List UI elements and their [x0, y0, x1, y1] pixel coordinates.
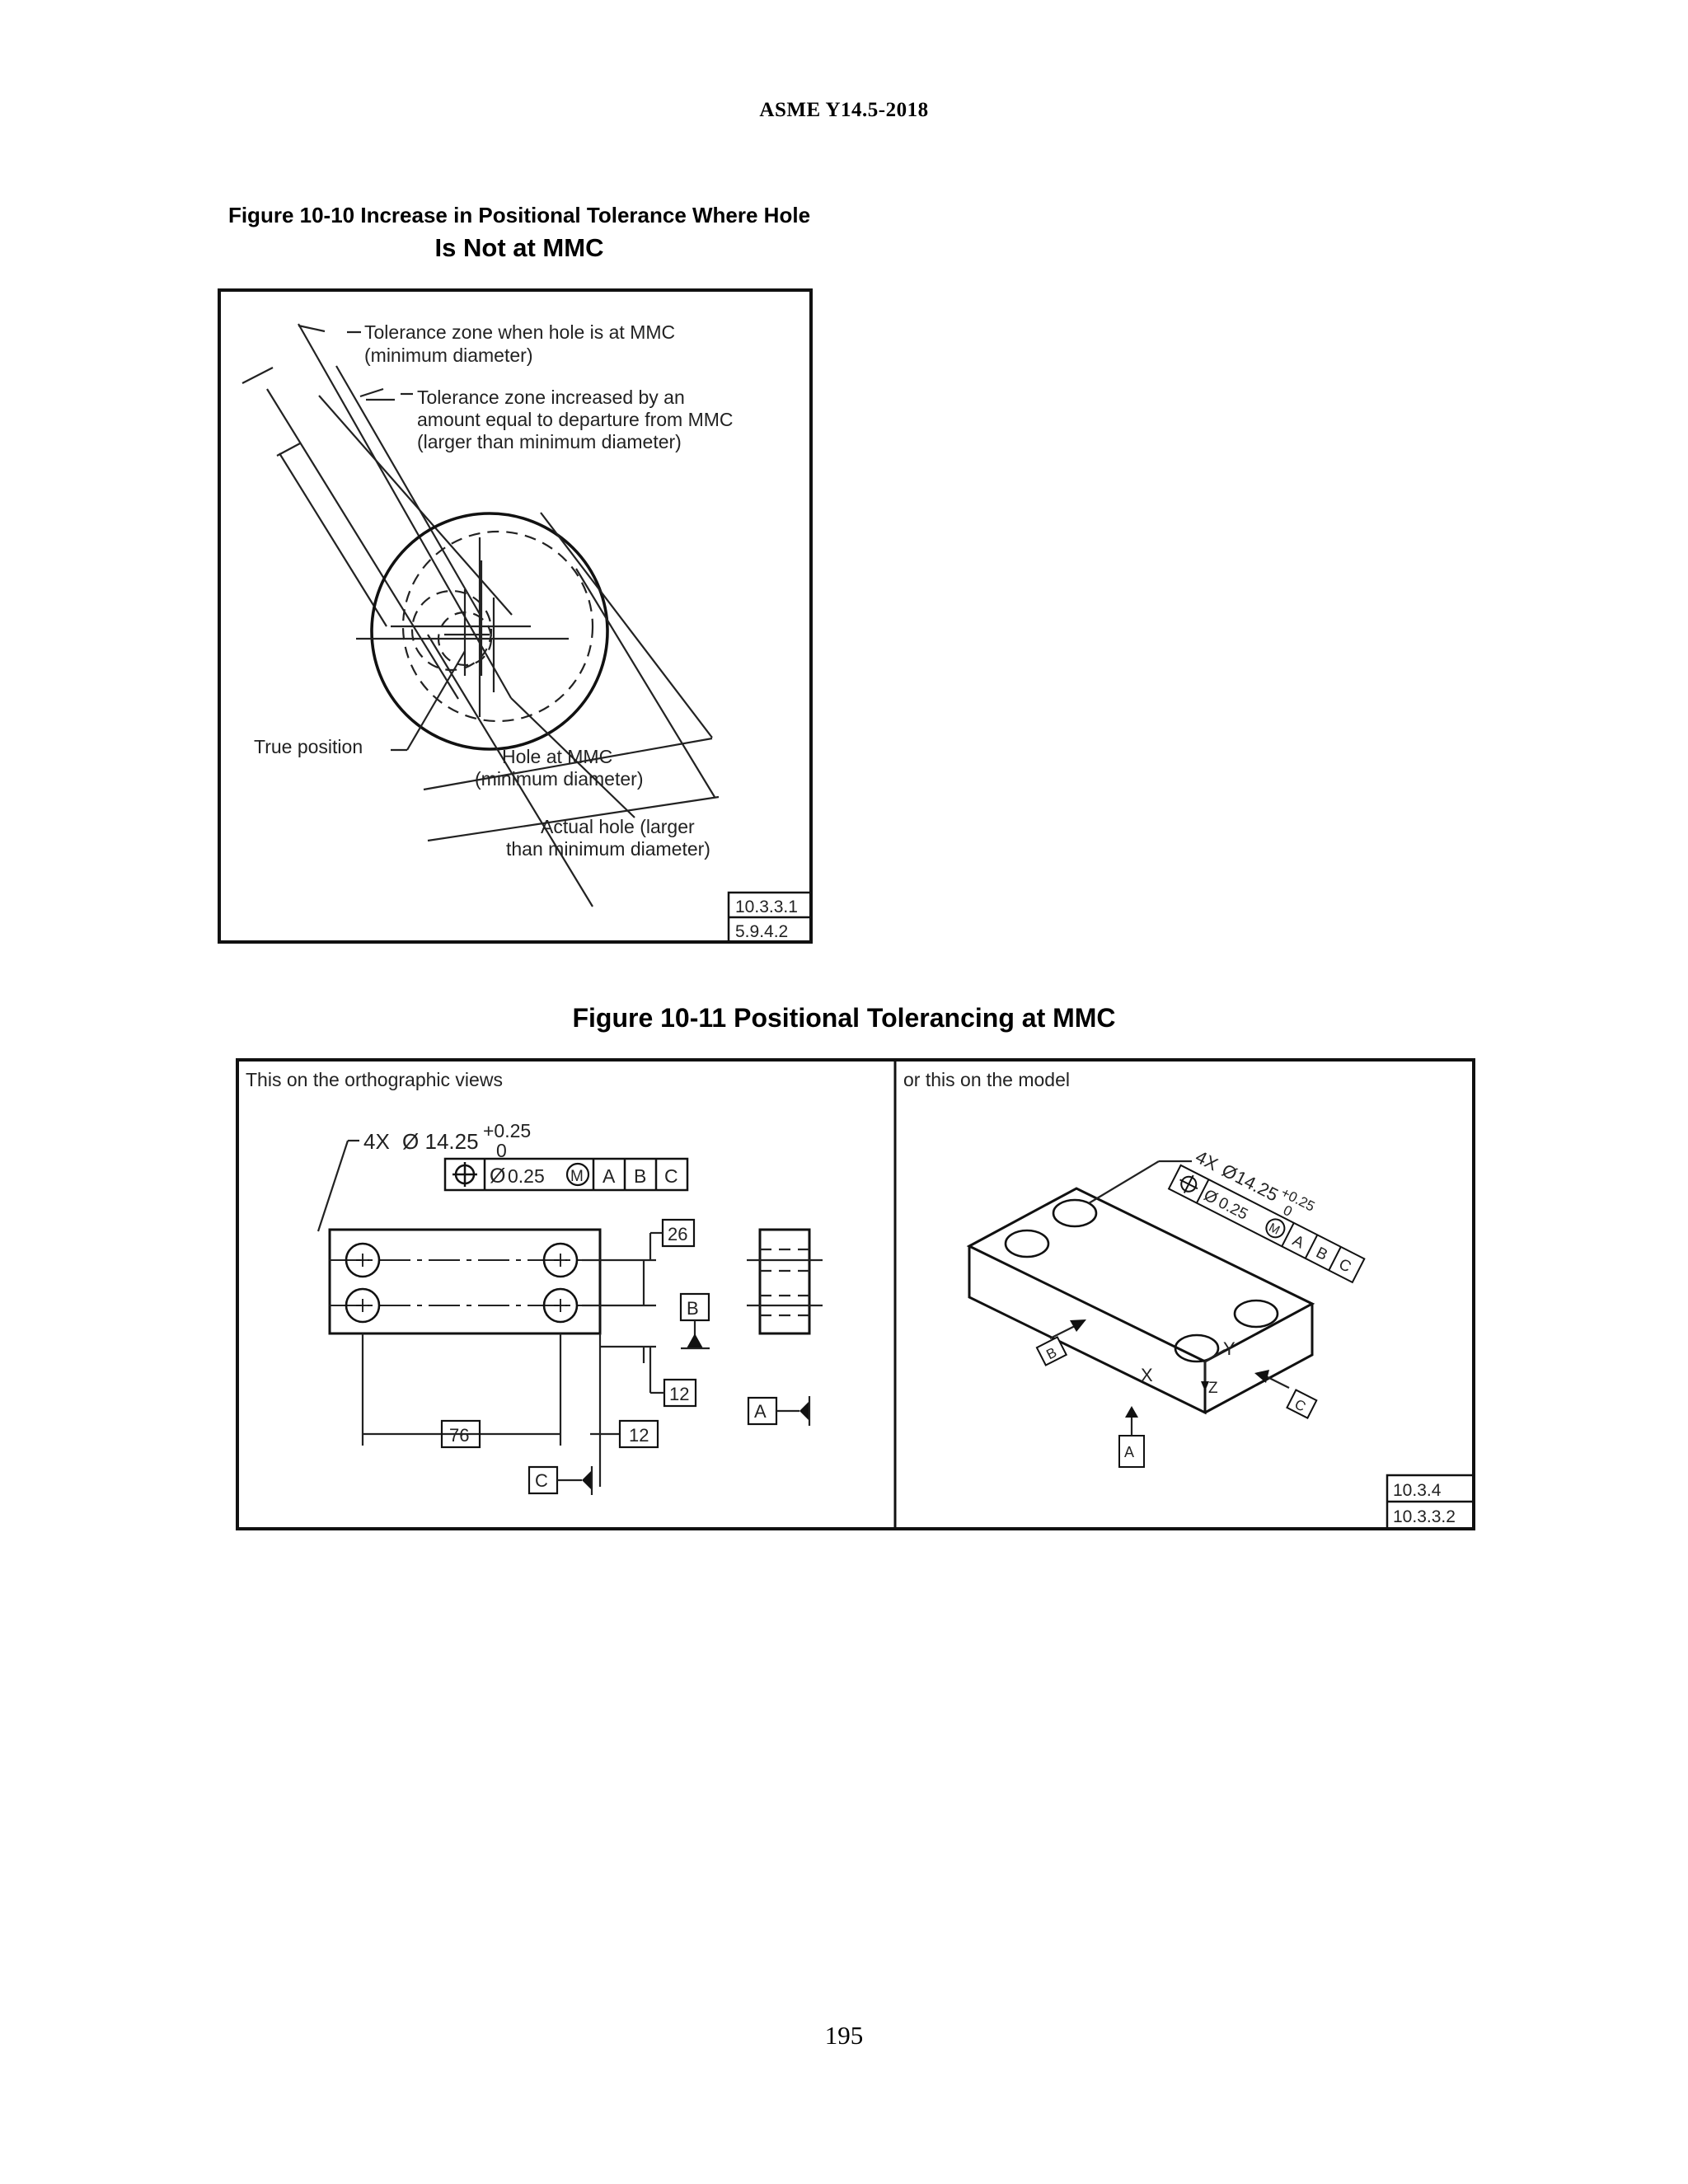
- figure-10-10-drawing: Tolerance zone when hole is at MMC (mini…: [218, 288, 813, 944]
- figure-10-10-caption-line1: Figure 10-10 Increase in Positional Tole…: [227, 203, 811, 227]
- label-tol-inc-3: (larger than minimum diameter): [417, 431, 682, 452]
- label-tol-inc-2: amount equal to departure from MMC: [417, 409, 734, 430]
- ref-1: 10.3.4: [1393, 1481, 1442, 1500]
- label-hole-mmc-2: (minimum diameter): [475, 768, 643, 790]
- label-tol-inc-1: Tolerance zone increased by an: [417, 387, 685, 408]
- datum-c-label: C: [535, 1470, 548, 1491]
- frame-modifier: M: [570, 1168, 584, 1185]
- ref-2: 10.3.3.2: [1393, 1507, 1456, 1526]
- axis-y: Y: [1223, 1338, 1236, 1359]
- axis-x: X: [1141, 1365, 1153, 1385]
- label-tol-mmc-1: Tolerance zone when hole is at MMC: [364, 321, 675, 343]
- label-actual-2: than minimum diameter): [506, 838, 710, 860]
- dim-26: 26: [668, 1224, 687, 1244]
- label-actual-1: Actual hole (larger: [541, 816, 695, 837]
- label-tol-mmc-2: (minimum diameter): [364, 344, 532, 366]
- model-datum-a: A: [1124, 1444, 1134, 1460]
- document-header: ASME Y14.5-2018: [759, 99, 929, 121]
- frame-tolerance: 0.25: [508, 1165, 545, 1187]
- ref-2: 5.9.4.2: [735, 922, 788, 941]
- hole-size: 14.25: [425, 1129, 479, 1154]
- diameter-symbol: Ø: [402, 1129, 419, 1154]
- figure-frame: [218, 288, 813, 944]
- figure-10-10-caption-line2: Is Not at MMC: [434, 233, 604, 262]
- ref-1: 10.3.3.1: [735, 898, 798, 916]
- page-number: 195: [824, 2021, 864, 2050]
- hole-count: 4X: [363, 1129, 390, 1154]
- frame-diameter-symbol: Ø: [490, 1165, 505, 1188]
- datum-a-label: A: [754, 1401, 767, 1422]
- dim-12-a: 12: [669, 1384, 689, 1404]
- svg-text:4X Ø 14.25: 4X Ø 14.25: [363, 1129, 479, 1154]
- label-true-position: True position: [254, 736, 363, 757]
- dim-12-b: 12: [629, 1425, 649, 1446]
- figure-10-11-caption: Figure 10-11 Positional Tolerancing at M…: [572, 1003, 1116, 1033]
- right-panel-title: or this on the model: [903, 1069, 1070, 1090]
- axis-z: Z: [1208, 1380, 1218, 1397]
- frame-datum-a: A: [603, 1165, 616, 1187]
- left-panel-title: This on the orthographic views: [246, 1069, 503, 1090]
- label-hole-mmc-1: Hole at MMC: [502, 746, 612, 767]
- datum-b-label: B: [687, 1298, 699, 1319]
- figure-10-11-drawing: This on the orthographic views or this o…: [236, 1058, 1475, 1530]
- tol-lower: 0: [496, 1140, 507, 1161]
- frame-datum-c: C: [664, 1165, 678, 1187]
- frame-datum-b: B: [634, 1165, 646, 1187]
- tol-upper: +0.25: [483, 1120, 531, 1141]
- dim-76: 76: [449, 1425, 469, 1446]
